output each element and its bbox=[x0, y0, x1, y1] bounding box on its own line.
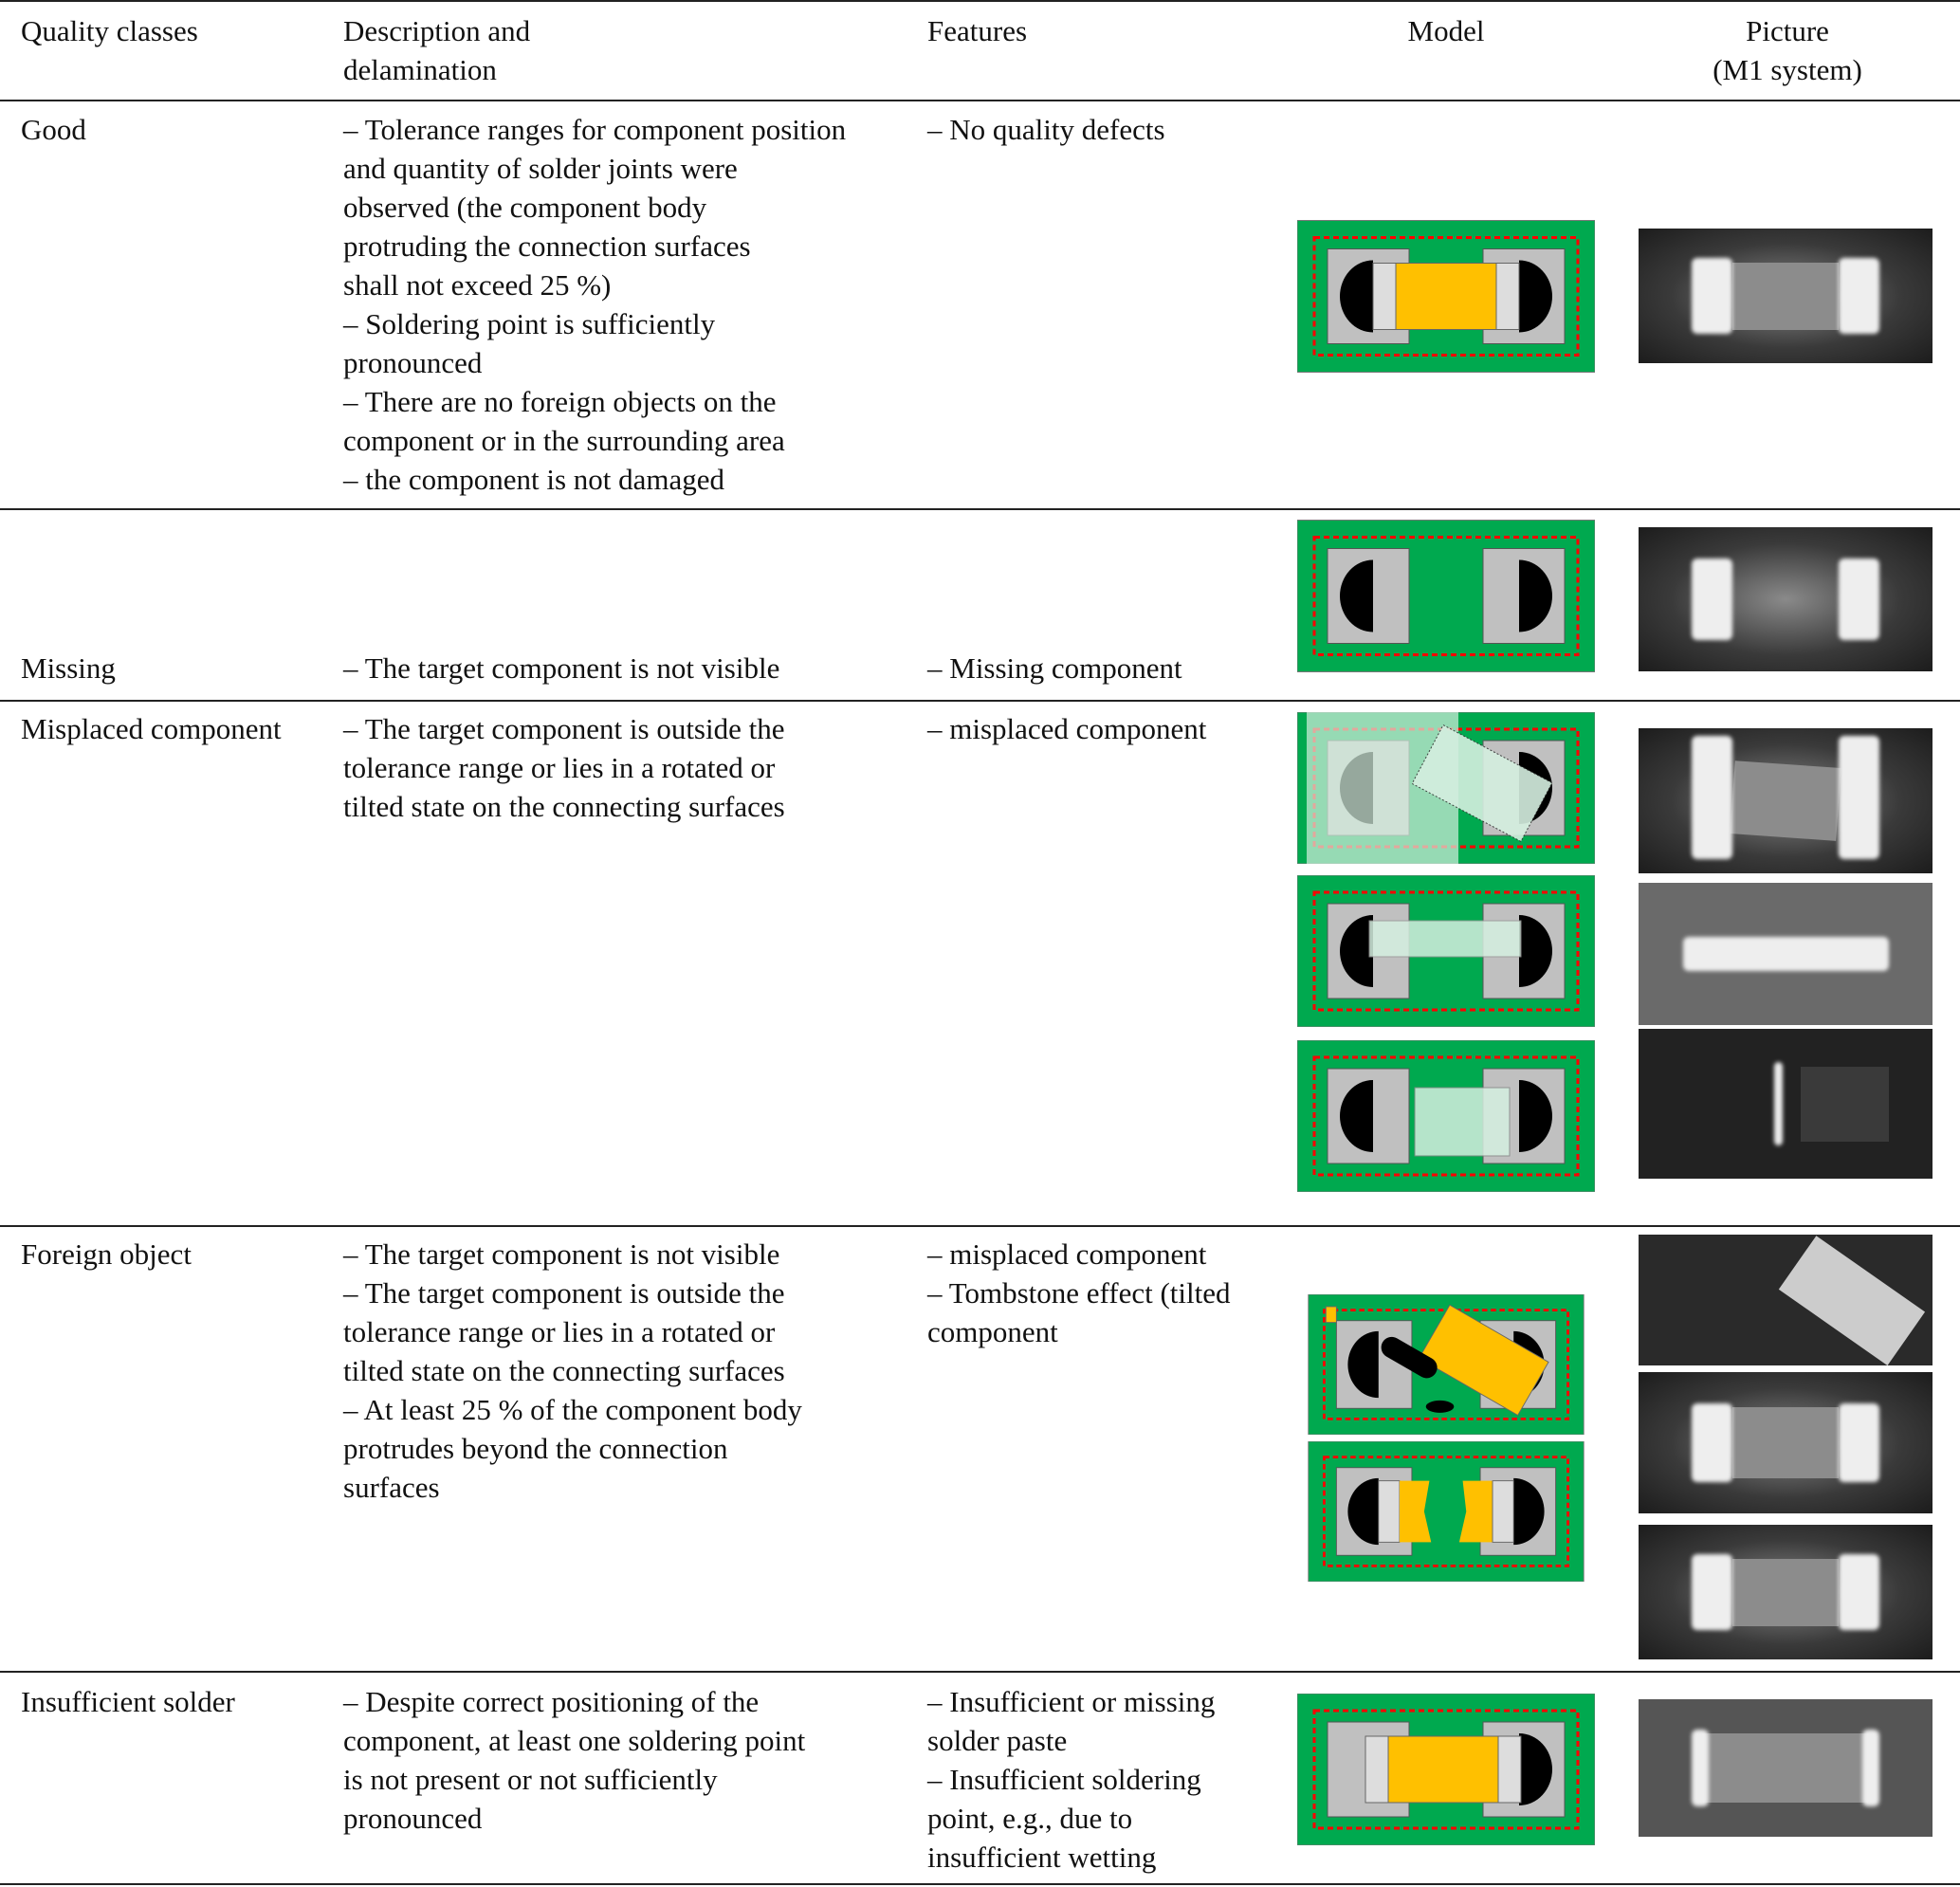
photo-foreign-1 bbox=[1639, 1235, 1933, 1365]
model-missing-image bbox=[1297, 520, 1595, 672]
features-misplaced: – misplaced component bbox=[927, 712, 1207, 745]
row-rule bbox=[0, 1225, 1960, 1227]
photo-misplaced-1 bbox=[1639, 728, 1933, 873]
quality-missing: Missing bbox=[21, 651, 116, 685]
terminal-right bbox=[1497, 1735, 1522, 1804]
solder-left bbox=[1347, 1330, 1379, 1399]
foreign-object bbox=[1381, 1336, 1438, 1379]
description-insufficient-solder: – Despite correct positioning of the com… bbox=[343, 1685, 806, 1835]
header-features: Features bbox=[927, 14, 1028, 47]
row-rule bbox=[0, 1671, 1960, 1673]
features-missing: – Missing component bbox=[927, 651, 1182, 685]
solder-left bbox=[1340, 559, 1373, 632]
foreign-particle bbox=[1425, 1400, 1455, 1413]
photo-missing bbox=[1639, 527, 1933, 671]
description-misplaced: – The target component is outside the to… bbox=[343, 712, 785, 823]
photo-foreign-3 bbox=[1639, 1525, 1933, 1659]
header-picture: Picture (M1 system) bbox=[1713, 14, 1862, 86]
terminal-right bbox=[1495, 263, 1520, 330]
tolerance-frame bbox=[1312, 1709, 1580, 1830]
row-rule bbox=[0, 700, 1960, 702]
header-quality: Quality classes bbox=[21, 14, 198, 47]
model-misplaced-shifted-image bbox=[1297, 875, 1595, 1027]
description-foreign-object: – The target component is not visible – … bbox=[343, 1237, 802, 1504]
header-description: Description and delamination bbox=[343, 14, 531, 86]
component-body bbox=[1365, 1735, 1522, 1804]
model-insufficient-solder-image bbox=[1297, 1694, 1595, 1845]
ghost-component bbox=[1411, 724, 1553, 843]
header-model: Model bbox=[1407, 14, 1485, 47]
solder-right bbox=[1519, 260, 1552, 333]
terminal-left bbox=[1378, 1480, 1401, 1543]
model-foreign-broken-image bbox=[1308, 1441, 1584, 1582]
broken-part-right bbox=[1458, 1480, 1493, 1543]
tolerance-frame bbox=[1312, 890, 1580, 1012]
model-good-image bbox=[1297, 220, 1595, 373]
ghost-component bbox=[1368, 920, 1522, 958]
tolerance-frame bbox=[1312, 236, 1580, 357]
features-insufficient-solder: – Insufficient or missing solder paste –… bbox=[927, 1685, 1216, 1874]
header-rule bbox=[0, 100, 1960, 101]
model-misplaced-offset-image bbox=[1297, 1040, 1595, 1192]
terminal-right bbox=[1492, 1480, 1514, 1543]
photo-good bbox=[1639, 229, 1933, 363]
photo-misplaced-3 bbox=[1639, 1029, 1933, 1179]
solder-left bbox=[1347, 1477, 1379, 1546]
top-rule bbox=[0, 0, 1960, 2]
solder-left bbox=[1340, 915, 1373, 987]
terminal-left bbox=[1365, 1735, 1389, 1804]
terminal-left bbox=[1372, 263, 1397, 330]
quality-good: Good bbox=[21, 113, 86, 146]
component-body bbox=[1372, 263, 1520, 330]
model-misplaced-rotated-image bbox=[1297, 712, 1595, 864]
tolerance-frame bbox=[1323, 1456, 1569, 1567]
description-missing: – The target component is not visible bbox=[343, 651, 780, 685]
photo-foreign-2 bbox=[1639, 1372, 1933, 1513]
photo-misplaced-2 bbox=[1639, 883, 1933, 1025]
solder-right bbox=[1519, 1733, 1552, 1805]
description-good: – Tolerance ranges for component positio… bbox=[343, 113, 847, 496]
model-foreign-object-image bbox=[1308, 1294, 1584, 1435]
features-good: – No quality defects bbox=[927, 113, 1165, 146]
small-particle bbox=[1325, 1306, 1337, 1324]
quality-insufficient-solder: Insufficient solder bbox=[21, 1685, 235, 1718]
solder-right bbox=[1519, 1080, 1552, 1152]
broken-part-left bbox=[1399, 1480, 1432, 1543]
ghost-component bbox=[1414, 1087, 1511, 1157]
solder-left bbox=[1340, 260, 1373, 333]
bottom-rule bbox=[0, 1883, 1960, 1885]
quality-misplaced: Misplaced component bbox=[21, 712, 282, 745]
tilted-component bbox=[1418, 1304, 1549, 1417]
tolerance-frame bbox=[1323, 1309, 1569, 1420]
tolerance-frame bbox=[1312, 1055, 1580, 1177]
quality-foreign-object: Foreign object bbox=[21, 1237, 192, 1271]
row-rule bbox=[0, 508, 1960, 510]
solder-right bbox=[1519, 915, 1552, 987]
solder-left bbox=[1340, 1080, 1373, 1152]
solder-right bbox=[1519, 559, 1552, 632]
features-foreign-object: – misplaced component – Tombstone effect… bbox=[927, 1237, 1231, 1348]
photo-insufficient-solder bbox=[1639, 1699, 1933, 1837]
tolerance-frame bbox=[1312, 536, 1580, 656]
solder-right bbox=[1513, 1477, 1545, 1546]
